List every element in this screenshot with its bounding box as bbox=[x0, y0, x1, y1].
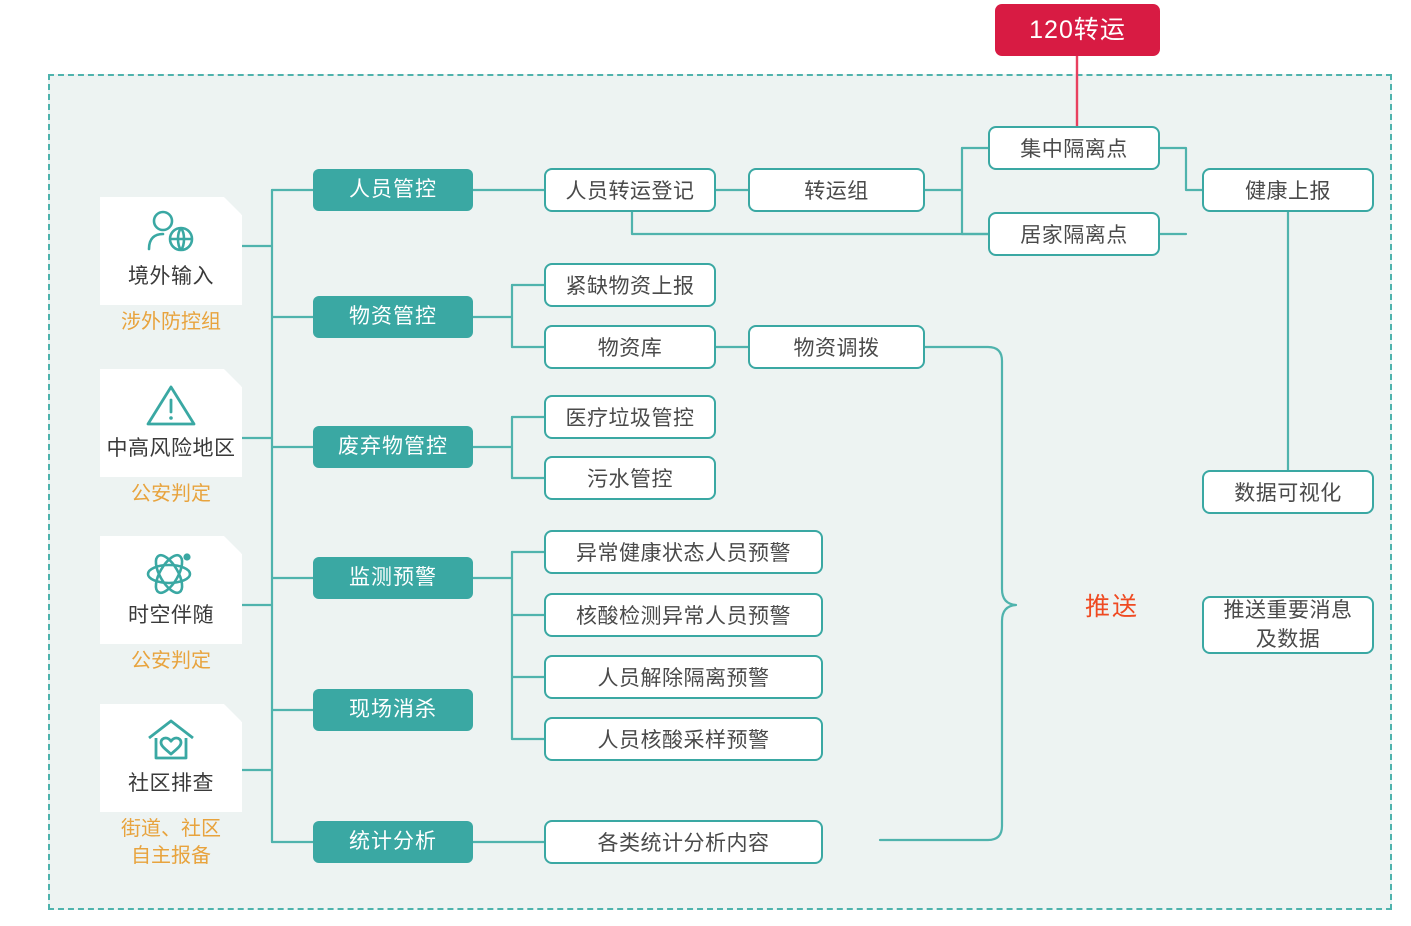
category-personnel-control[interactable]: 人员管控 bbox=[313, 169, 473, 211]
node-push-important-message[interactable]: 推送重要消息 及数据 bbox=[1202, 596, 1374, 654]
source-sub-community-line1: 街道、社区 bbox=[121, 818, 221, 840]
source-sub-community-line2: 自主报备 bbox=[131, 845, 211, 867]
node-medical-waste-control[interactable]: 医疗垃圾管控 bbox=[544, 395, 716, 439]
source-sub-spacetime: 公安判定 bbox=[131, 650, 211, 672]
node-push-message-line1: 推送重要消息 bbox=[1223, 599, 1353, 622]
source-card-community-title: 社区排查 bbox=[128, 772, 214, 795]
node-alert-quarantine-release[interactable]: 人员解除隔离预警 bbox=[544, 655, 823, 699]
node-supply-dispatch[interactable]: 物资调拨 bbox=[748, 325, 925, 369]
category-monitor-alert[interactable]: 监测预警 bbox=[313, 557, 473, 599]
atom-orbit-icon bbox=[142, 546, 200, 598]
house-heart-icon bbox=[143, 714, 199, 766]
node-urgent-supply-report[interactable]: 紧缺物资上报 bbox=[544, 263, 716, 307]
node-home-quarantine[interactable]: 居家隔离点 bbox=[988, 212, 1160, 256]
source-card-risk-area-title: 中高风险地区 bbox=[106, 437, 236, 460]
category-waste-control[interactable]: 废弃物管控 bbox=[313, 426, 473, 468]
category-onsite-disinfect[interactable]: 现场消杀 bbox=[313, 689, 473, 731]
node-central-quarantine[interactable]: 集中隔离点 bbox=[988, 126, 1160, 170]
node-health-report[interactable]: 健康上报 bbox=[1202, 168, 1374, 212]
push-brace-label: 推送 bbox=[1085, 593, 1140, 621]
source-sub-overseas: 涉外防控组 bbox=[121, 311, 221, 333]
source-sub-risk-area: 公安判定 bbox=[131, 483, 211, 505]
category-statistics[interactable]: 统计分析 bbox=[313, 821, 473, 863]
person-globe-icon bbox=[141, 207, 201, 259]
source-sub-community: 街道、社区 自主报备 bbox=[76, 816, 266, 870]
node-statistics-content[interactable]: 各类统计分析内容 bbox=[544, 820, 823, 864]
badge-120-label: 120转运 bbox=[1029, 16, 1126, 44]
source-card-overseas-title: 境外输入 bbox=[128, 265, 214, 288]
node-sewage-control[interactable]: 污水管控 bbox=[544, 456, 716, 500]
node-supply-store[interactable]: 物资库 bbox=[544, 325, 716, 369]
node-transfer-team[interactable]: 转运组 bbox=[748, 168, 925, 212]
node-alert-pcr-sampling[interactable]: 人员核酸采样预警 bbox=[544, 717, 823, 761]
node-alert-abnormal-pcr[interactable]: 核酸检测异常人员预警 bbox=[544, 593, 823, 637]
warning-triangle-icon bbox=[143, 379, 199, 431]
node-transfer-register[interactable]: 人员转运登记 bbox=[544, 168, 716, 212]
source-card-risk-area[interactable]: 中高风险地区 bbox=[100, 369, 242, 477]
node-push-message-line2: 及数据 bbox=[1255, 628, 1321, 651]
badge-120-transfer[interactable]: 120转运 bbox=[995, 4, 1160, 56]
source-card-spacetime-title: 时空伴随 bbox=[128, 604, 214, 627]
node-data-visualization[interactable]: 数据可视化 bbox=[1202, 470, 1374, 514]
source-card-spacetime[interactable]: 时空伴随 bbox=[100, 536, 242, 644]
source-card-overseas[interactable]: 境外输入 bbox=[100, 197, 242, 305]
category-supply-control[interactable]: 物资管控 bbox=[313, 296, 473, 338]
node-alert-abnormal-health[interactable]: 异常健康状态人员预警 bbox=[544, 530, 823, 574]
source-card-community[interactable]: 社区排查 bbox=[100, 704, 242, 812]
